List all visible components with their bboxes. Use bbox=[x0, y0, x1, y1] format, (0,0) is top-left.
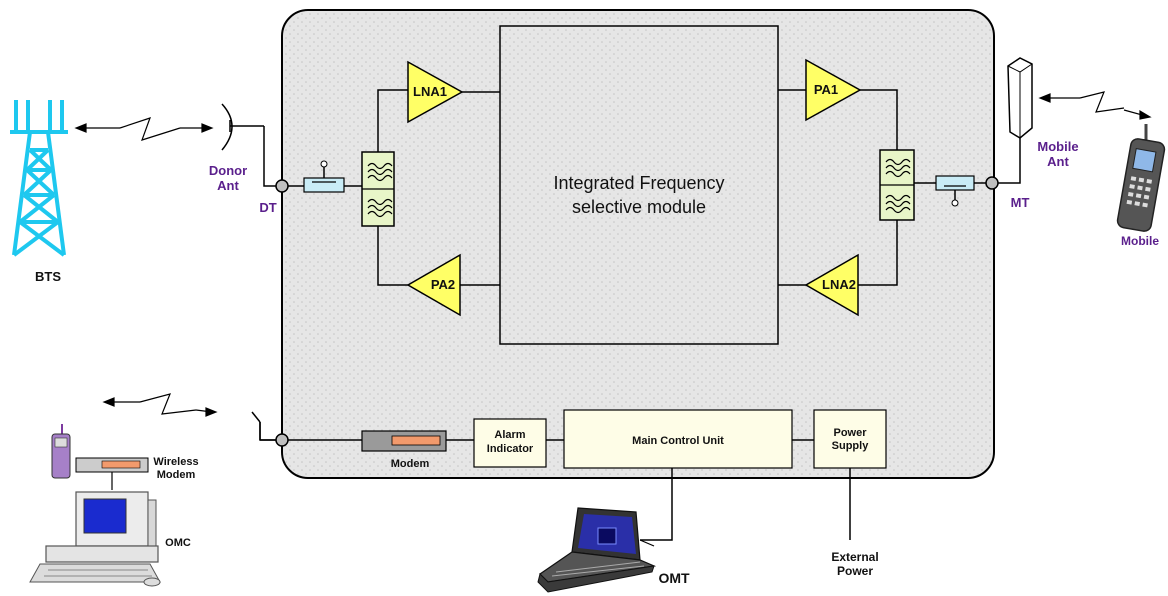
pa1-label: PA1 bbox=[814, 82, 838, 97]
pa1-amplifier: PA1 bbox=[805, 58, 862, 122]
coupler-icon bbox=[935, 175, 975, 207]
coupler-icon bbox=[303, 160, 345, 193]
mobile-phone-icon bbox=[1116, 124, 1166, 232]
modem-label: Modem bbox=[391, 458, 430, 470]
mobile-phone-icon bbox=[51, 424, 71, 479]
omt-label: OMT bbox=[658, 570, 690, 586]
mt-port bbox=[985, 176, 999, 190]
filter-icon bbox=[361, 151, 395, 227]
wireless-modem-label-line2: Modem bbox=[157, 469, 196, 481]
lna2-label: LNA2 bbox=[822, 277, 856, 292]
lna2-amplifier: LNA2 bbox=[804, 253, 859, 317]
module-label-line2: selective module bbox=[572, 197, 706, 217]
main-control-unit-box bbox=[563, 409, 793, 469]
donor-ant-label-line2: Ant bbox=[217, 178, 239, 193]
dish-antenna-icon bbox=[221, 103, 264, 151]
alarm-indicator-box bbox=[473, 418, 547, 468]
tower-icon bbox=[10, 100, 68, 257]
wireless-link-icon bbox=[1038, 91, 1152, 120]
pa2-amplifier: PA2 bbox=[406, 253, 461, 317]
lna1-label: LNA1 bbox=[413, 84, 447, 99]
module-label-line1: Integrated Frequency bbox=[553, 173, 724, 193]
laptop-icon bbox=[537, 507, 657, 593]
mobile-label: Mobile bbox=[1121, 234, 1159, 248]
bts-label: BTS bbox=[35, 269, 61, 284]
wireless-modem-label-line1: Wireless bbox=[153, 456, 198, 468]
wireless-modem-icon bbox=[75, 457, 149, 473]
dt-label: DT bbox=[259, 200, 276, 215]
filter-icon bbox=[879, 149, 915, 221]
dt-port bbox=[275, 179, 289, 193]
small-antenna-icon bbox=[251, 411, 276, 441]
panel-antenna-icon bbox=[1007, 57, 1033, 139]
external-power-label-line2: Power bbox=[837, 564, 873, 578]
pa2-label: PA2 bbox=[431, 277, 455, 292]
mobile-ant-label-line2: Ant bbox=[1047, 154, 1069, 169]
donor-ant-label-line1: Donor bbox=[209, 163, 247, 178]
lna1-amplifier: LNA1 bbox=[407, 60, 464, 124]
power-supply-label-line1: Power bbox=[833, 427, 867, 439]
modem-box bbox=[361, 430, 447, 452]
external-power-label-line1: External bbox=[831, 550, 878, 564]
computer-icon bbox=[29, 491, 161, 587]
integrated-frequency-module bbox=[499, 25, 779, 345]
power-supply-label-line2: Supply bbox=[832, 440, 870, 452]
alarm-label-line1: Alarm bbox=[494, 429, 525, 441]
omc-port bbox=[275, 433, 289, 447]
mt-label: MT bbox=[1011, 195, 1030, 210]
omc-label: OMC bbox=[165, 537, 191, 549]
mobile-ant-label-line1: Mobile bbox=[1037, 139, 1078, 154]
wireless-link-icon bbox=[102, 393, 218, 417]
wireless-link-icon bbox=[74, 117, 214, 141]
alarm-label-line2: Indicator bbox=[487, 443, 534, 455]
main-control-unit-label: Main Control Unit bbox=[632, 435, 724, 447]
power-supply-box bbox=[813, 409, 887, 469]
